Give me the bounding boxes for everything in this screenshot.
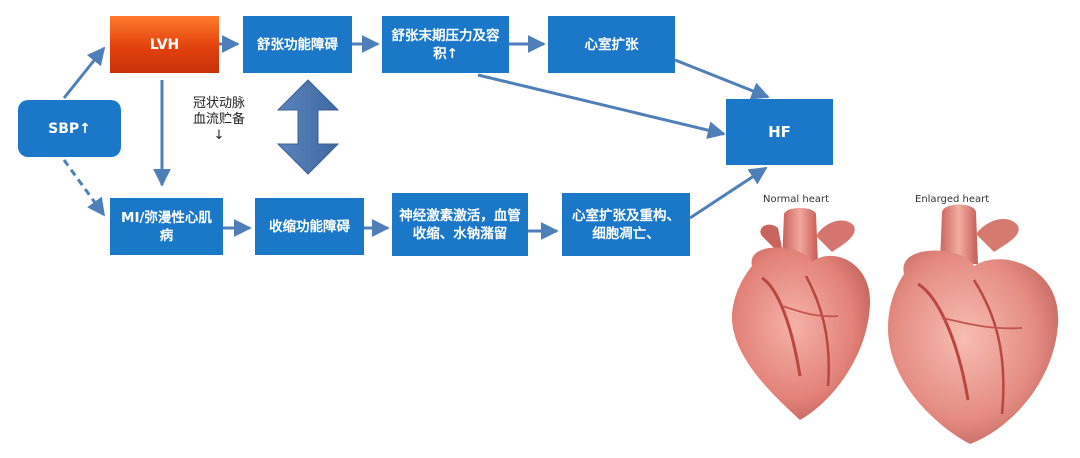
node-sbp-label: SBP↑ (48, 120, 91, 137)
arrow-remodeling-to-hf (689, 166, 768, 220)
node-neurohormonal-label: 神经激素激活，血管收缩、水钠潴留 (399, 207, 521, 242)
node-lvh: LVH (110, 16, 219, 73)
node-mi: MI/弥漫性心肌病 (110, 198, 223, 255)
node-lvh-label: LVH (149, 36, 180, 53)
node-end-diastolic-label: 舒张末期压力及容积↑ (391, 27, 500, 62)
caption-normal-heart: Normal heart (763, 194, 830, 205)
enlarged-heart-illustration (888, 204, 1059, 444)
normal-heart-illustration (731, 208, 871, 420)
node-remodeling: 心室扩张及重构、细胞凋亡、 (562, 193, 690, 256)
double-arrow-diastolic-systolic (276, 79, 340, 175)
node-ventricle-dilation-label: 心室扩张 (584, 36, 639, 53)
coronary-reserve-note: 冠状动脉血流贮备↓ (193, 96, 246, 143)
node-ventricle-dilation: 心室扩张 (548, 16, 675, 73)
node-systolic-dysfunction-label: 收缩功能障碍 (269, 218, 350, 235)
node-systolic-dysfunction: 收缩功能障碍 (255, 198, 364, 255)
node-diastolic-dysfunction-label: 舒张功能障碍 (257, 36, 338, 53)
node-hf-label: HF (768, 123, 791, 141)
node-remodeling-label: 心室扩张及重构、细胞凋亡、 (572, 207, 680, 242)
node-hf: HF (726, 99, 833, 165)
arrow-sbp-to-lvh (62, 46, 106, 99)
node-end-diastolic: 舒张末期压力及容积↑ (382, 16, 509, 73)
node-neurohormonal: 神经激素激活，血管收缩、水钠潴留 (392, 193, 528, 256)
node-sbp: SBP↑ (18, 100, 121, 157)
arrow-dilation-to-hf (674, 58, 770, 100)
caption-enlarged-heart: Enlarged heart (915, 194, 990, 205)
node-mi-label: MI/弥漫性心肌病 (121, 209, 212, 244)
arrow-sbp-to-mi-dashed (62, 159, 106, 217)
arrow-enddiastolic-to-hf (477, 73, 726, 139)
node-diastolic-dysfunction: 舒张功能障碍 (243, 16, 352, 73)
